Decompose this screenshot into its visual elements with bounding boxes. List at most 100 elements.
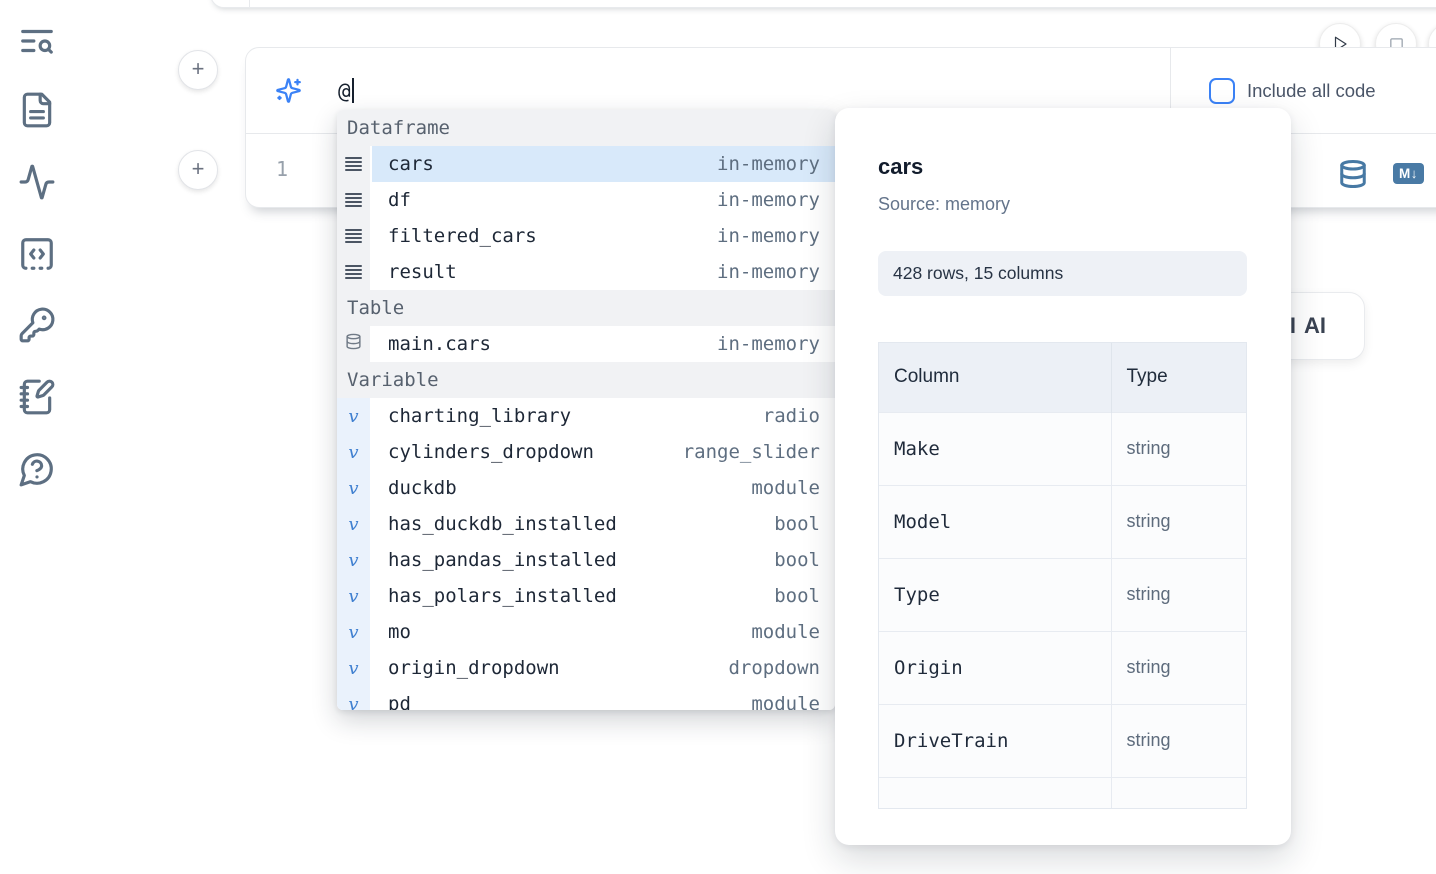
variable-icon: v (348, 549, 359, 571)
schema-column-header: Type (1110, 343, 1246, 412)
completion-item-type: in-memory (717, 189, 820, 211)
completion-item-type: bool (774, 585, 820, 607)
completion-item-name: main.cars (388, 333, 491, 355)
notebook-edit-icon[interactable] (18, 378, 56, 416)
list-search-icon[interactable] (18, 22, 56, 60)
prompt-text: @ (338, 78, 351, 103)
completion-item-type: module (751, 477, 820, 499)
completion-item-type: radio (762, 405, 820, 427)
completion-item-type: range_slider (682, 441, 820, 463)
dataframe-preview-panel: cars Source: memory 428 rows, 15 columns… (835, 108, 1291, 845)
help-chat-icon[interactable] (18, 450, 56, 488)
preview-source: Source: memory (878, 194, 1011, 214)
completion-item-name: pd (388, 693, 411, 710)
completion-item-type: in-memory (717, 153, 820, 175)
completion-item[interactable]: v pd module (337, 686, 835, 710)
text-cursor (351, 78, 354, 103)
include-all-code-checkbox[interactable] (1209, 77, 1235, 104)
completion-item-name: cylinders_dropdown (388, 441, 594, 463)
completion-item-name: result (388, 261, 457, 283)
markdown-convert-icon[interactable]: M↓ (1393, 163, 1424, 184)
completion-item[interactable]: v mo module (337, 614, 835, 650)
variable-icon: v (348, 441, 359, 463)
completion-item-type: module (751, 621, 820, 643)
file-document-icon[interactable] (18, 91, 56, 129)
dataframe-icon (345, 192, 362, 208)
include-all-code-label[interactable]: Include all code (1247, 79, 1376, 101)
completion-item-type: in-memory (717, 261, 820, 283)
schema-column-header: Column (879, 343, 1111, 412)
completion-item-name: duckdb (388, 477, 457, 499)
code-editor-row[interactable]: 1 M↓ (246, 135, 1436, 208)
line-number: 1 (275, 157, 289, 181)
completion-item-type: in-memory (717, 333, 820, 355)
ai-prompt-input[interactable]: @ (246, 48, 1170, 133)
table-icon (345, 333, 362, 355)
completion-item-name: filtered_cars (388, 225, 537, 247)
dataframe-icon (345, 156, 362, 172)
completion-item-name: has_duckdb_installed (388, 513, 617, 535)
completion-item-name: charting_library (388, 405, 572, 427)
completion-item-type: dropdown (728, 657, 820, 679)
variable-icon: v (348, 477, 359, 499)
add-cell-above-button[interactable]: + (178, 50, 218, 90)
sidebar (0, 0, 72, 874)
completion-item-name: origin_dropdown (388, 657, 560, 679)
completion-item-type: module (751, 693, 820, 710)
code-snippet-icon[interactable] (18, 235, 56, 273)
table-cell: Model (879, 484, 1111, 558)
table-cell: string (1110, 411, 1246, 485)
sparkles-icon (275, 77, 302, 104)
completion-item[interactable]: v has_pandas_installed bool (337, 542, 835, 578)
dataframe-icon (345, 228, 362, 244)
database-icon[interactable] (1338, 159, 1368, 189)
table-cell: Make (879, 411, 1111, 485)
completion-item[interactable]: v has_polars_installed bool (337, 578, 835, 614)
table-cell: string (1110, 703, 1246, 777)
completion-item[interactable]: df in-memory (337, 182, 835, 218)
completion-item[interactable]: v cylinders_dropdown range_slider (337, 434, 835, 470)
dataframe-icon (345, 264, 362, 280)
key-icon[interactable] (18, 306, 56, 344)
completion-item-name: has_pandas_installed (388, 549, 617, 571)
completion-section-header: Variable (337, 362, 835, 398)
completion-item[interactable]: v duckdb module (337, 470, 835, 506)
variable-icon: v (348, 585, 359, 607)
ai-option-label[interactable]: AI (1304, 313, 1326, 338)
completion-item-name: mo (388, 621, 411, 643)
variable-icon: v (348, 621, 359, 643)
variable-icon: v (348, 405, 359, 427)
completion-item-type: bool (774, 513, 820, 535)
completion-item-name: df (388, 189, 411, 211)
variable-icon: v (348, 693, 359, 711)
completion-item[interactable]: main.cars in-memory (337, 326, 835, 362)
table-cell (879, 776, 1111, 808)
completion-item[interactable]: v charting_library radio (337, 398, 835, 434)
activity-icon[interactable] (18, 163, 56, 201)
add-cell-below-button[interactable]: + (178, 150, 218, 190)
completion-item-name: has_polars_installed (388, 585, 617, 607)
table-row (879, 776, 1246, 808)
table-cell (1110, 776, 1246, 808)
preview-title: cars (878, 154, 924, 179)
table-cell: DriveTrain (879, 703, 1111, 777)
prompt-options: Include all code (1170, 48, 1436, 133)
completion-item[interactable]: result in-memory (337, 254, 835, 290)
previous-cell (210, 0, 1436, 8)
completion-section-header: Table (337, 290, 835, 326)
completion-item-type: bool (774, 549, 820, 571)
completion-section-header: Dataframe (337, 110, 835, 146)
